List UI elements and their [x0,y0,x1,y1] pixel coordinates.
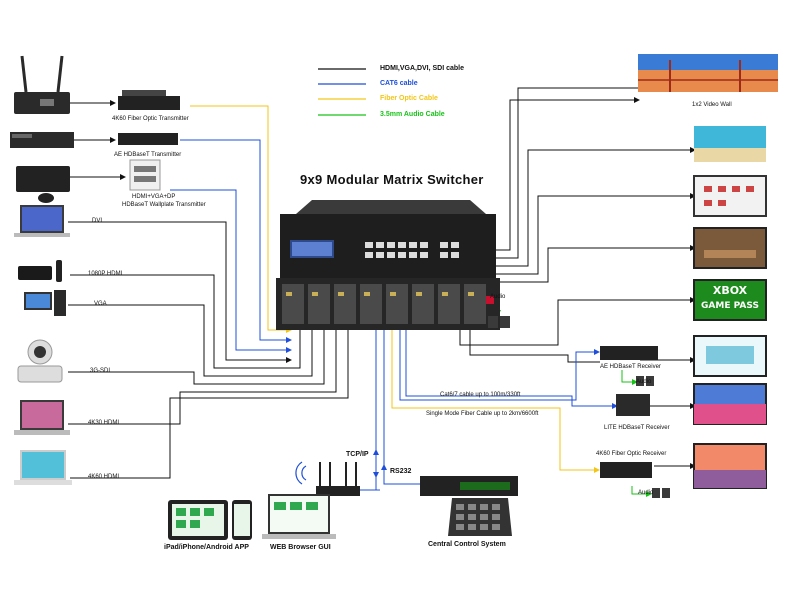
output-label-ae-rx: AE HDBaseT Receiver [600,364,661,370]
source-label-1080p: 1080P HDMI [88,271,123,277]
output-label-fiber-rx: 4K60 Fiber Optic Receiver [596,451,667,457]
source-label-vga: VGA [94,301,107,307]
xbox-game-pass-text: GAME PASS [701,301,759,311]
source-devices [10,55,180,485]
source-label-wallplate: HDBaseT Wallplate Transmitter [122,202,206,208]
app-label: iPad/iPhone/Android APP [164,544,249,551]
audio-label-fiber: Audio [638,490,654,496]
audio-label-matrix: Audio [490,294,506,300]
tcpip-label: TCP/IP [346,451,369,458]
central-control-label: Central Control System [428,541,506,548]
matrix-switcher [276,200,500,330]
rs232-label: RS232 [390,468,412,475]
legend-label-av-cable: HDMI,VGA,DVI, SDI cable [380,65,465,72]
control-devices [168,461,518,540]
fiber-distance-note: Single Mode Fiber Cable up to 2km/6600ft [426,411,539,417]
source-label-fiber-tx: 4K60 Fiber Optic Transmitter [112,116,189,122]
legend-swatches [318,68,366,116]
audio-label-ae: Audio [636,379,652,385]
legend-label-fiber: Fiber Optic Cable [380,95,438,102]
source-label-wallplate-ports: HDMI+VGA+DP [132,194,176,200]
output-displays [488,54,778,498]
source-label-dvi: DVI [92,218,103,224]
cat6-distance-note: Cat6/7 cable up to 100m/330ft [440,392,521,398]
web-gui-label: WEB Browser GUI [270,544,331,551]
diagram-title: 9x9 Modular Matrix Switcher [300,172,484,187]
source-label-ae-tx: AE HDBaseT Transmitter [114,152,182,158]
legend-label-cat6: CAT6 cable [380,80,418,87]
source-label-4k60: 4K60 HDMI [88,474,120,480]
xbox-logo-text: XBOX [712,284,748,297]
input-cables [68,102,349,479]
legend-label-audio: 3.5mm Audio Cable [380,111,445,118]
output-label-video-wall: 1x2 Video Wall [692,102,732,108]
source-label-sdi: 3G-SDI [90,368,111,374]
output-label-lite-rx: LITE HDBaseT Receiver [604,425,670,431]
source-label-4k30: 4K30 HDMI [88,420,120,426]
